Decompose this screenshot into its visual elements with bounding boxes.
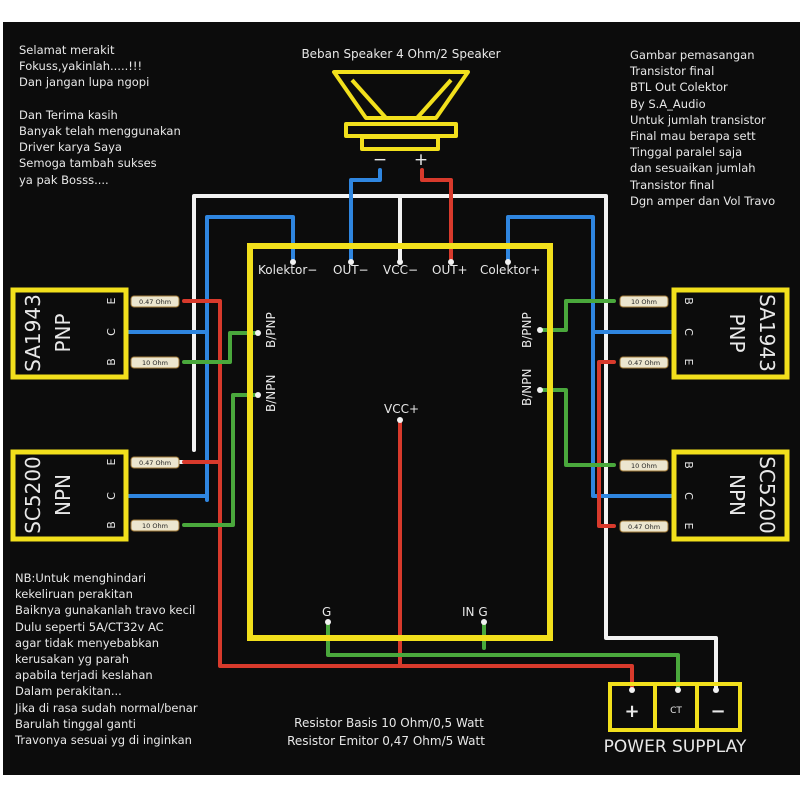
note-top-left: Selamat merakit Fokuss,yakinlah.....!!! … [19,43,181,187]
terminal-g [325,619,331,625]
label-kolektor-plus: Colektor+ [480,263,540,277]
wire-blue-left-collector [205,215,295,502]
terminal-out-plus [448,259,454,265]
transistor-name: SA1943 [755,294,779,372]
pin-e: E [682,523,695,530]
svg-text:10 Ohm: 10 Ohm [631,462,657,470]
svg-text:0.47 Ohm: 0.47 Ohm [139,459,171,467]
transistor-type: NPN [725,474,749,516]
terminal-in-g [481,619,487,625]
resistor-emitor-spec: Resistor Emitor 0,47 Ohm/5 Watt [287,734,485,748]
resistor-emitor-tr: 0.47 Ohm [619,356,669,369]
wires [126,168,718,692]
board-terminals [255,259,543,625]
label-b-pnp-left: B/PNP [264,312,278,348]
speaker-title: Beban Speaker 4 Ohm/2 Speaker [301,47,500,61]
terminal-b-npn-right [537,387,543,393]
wire-green-tl-base [182,331,260,364]
label-vcc-plus: VCC+ [384,402,419,416]
wire-blue-right-collector [506,215,674,498]
resistor-basis-bl: 10 Ohm [130,519,180,532]
pin-c: C [682,328,695,336]
speaker-plus-label: + [414,150,428,170]
pin-b: B [682,461,695,469]
note-bottom-left: NB:Untuk menghindari kekeliruan perakita… [15,571,198,748]
svg-text:10 Ohm: 10 Ohm [631,298,657,306]
transistor-name: SA1943 [21,294,45,372]
transistor-type: NPN [51,474,75,516]
svg-text:10 Ohm: 10 Ohm [142,522,168,530]
pin-e: E [682,359,695,366]
resistor-emitor-bl: 0.47 Ohm [130,456,180,469]
terminal-kolektor-minus [290,259,296,265]
resistor-basis-tl: 10 Ohm [130,356,180,369]
label-out-minus: OUT− [333,263,369,277]
label-b-npn-left: B/NPN [264,375,278,412]
pin-b: B [105,521,118,529]
driver-board [247,243,553,641]
terminal-supply-plus [629,687,635,693]
resistor-emitor-br: 0.47 Ohm [619,520,669,533]
transistor-type: PNP [725,313,749,352]
wire-green-bl-base [182,393,260,527]
pin-c: C [105,492,118,500]
supply-title: POWER SUPPLAY [604,737,747,757]
wire-red-speaker-plus [420,168,453,264]
terminal-b-pnp-left [255,330,261,336]
terminal-supply-ct [675,687,681,693]
pin-b: B [105,358,118,366]
terminal-b-pnp-right [537,327,543,333]
transistor-top-right: SA1943 PNP B C E [671,287,790,380]
resistor-basis-spec: Resistor Basis 10 Ohm/0,5 Watt [294,716,484,730]
label-g: G [322,605,331,619]
resistors: 0.47 Ohm 10 Ohm 0.47 Ohm 10 Ohm 10 Ohm 0… [130,295,669,533]
resistor-emitor-tl: 0.47 Ohm [130,295,180,308]
pin-c: C [682,492,695,500]
svg-text:0.47 Ohm: 0.47 Ohm [628,359,660,367]
label-b-pnp-right: B/PNP [520,312,534,348]
label-b-npn-right: B/NPN [520,369,534,406]
power-supply: + CT − POWER SUPPLAY [604,682,747,757]
terminal-kolektor-plus [505,259,511,265]
transistor-bottom-right: SC5200 NPN B C E [671,449,790,542]
wire-white-vcc-minus [192,194,718,692]
label-vcc-minus: VCC− [383,263,418,277]
wire-red-right-emitter [597,360,616,528]
svg-text:0.47 Ohm: 0.47 Ohm [628,523,660,531]
resistor-basis-br: 10 Ohm [619,459,669,472]
pin-c: C [105,328,118,336]
terminal-vcc-plus [397,417,403,423]
note-top-right: Gambar pemasangan Transistor final BTL O… [630,48,776,208]
transistor-type: PNP [51,313,75,352]
supply-minus-label: − [710,701,725,722]
svg-text:10 Ohm: 10 Ohm [142,359,168,367]
terminal-vcc-minus [397,259,403,265]
label-kolektor-minus: Kolektor− [258,263,317,277]
wire-blue-speaker-minus [349,168,382,264]
transistor-bottom-left: SC5200 NPN E C B [10,449,129,542]
terminal-b-npn-left [255,392,261,398]
pin-e: E [105,458,118,465]
label-in-g: IN G [462,605,488,619]
terminal-supply-minus [713,687,719,693]
terminal-out-minus [348,259,354,265]
wire-red-left-emitter [182,299,402,668]
speaker-minus-label: − [373,150,387,170]
supply-ct-label: CT [670,706,682,716]
label-out-plus: OUT+ [432,263,468,277]
resistor-basis-tr: 10 Ohm [619,295,669,308]
speaker-icon [332,70,470,151]
transistor-top-left: SA1943 PNP E C B [10,287,129,380]
transistor-name: SC5200 [21,456,45,534]
pin-e: E [105,297,118,304]
svg-text:0.47 Ohm: 0.47 Ohm [139,298,171,306]
supply-plus-label: + [624,701,639,722]
transistor-name: SC5200 [755,456,779,534]
pin-b: B [682,297,695,305]
